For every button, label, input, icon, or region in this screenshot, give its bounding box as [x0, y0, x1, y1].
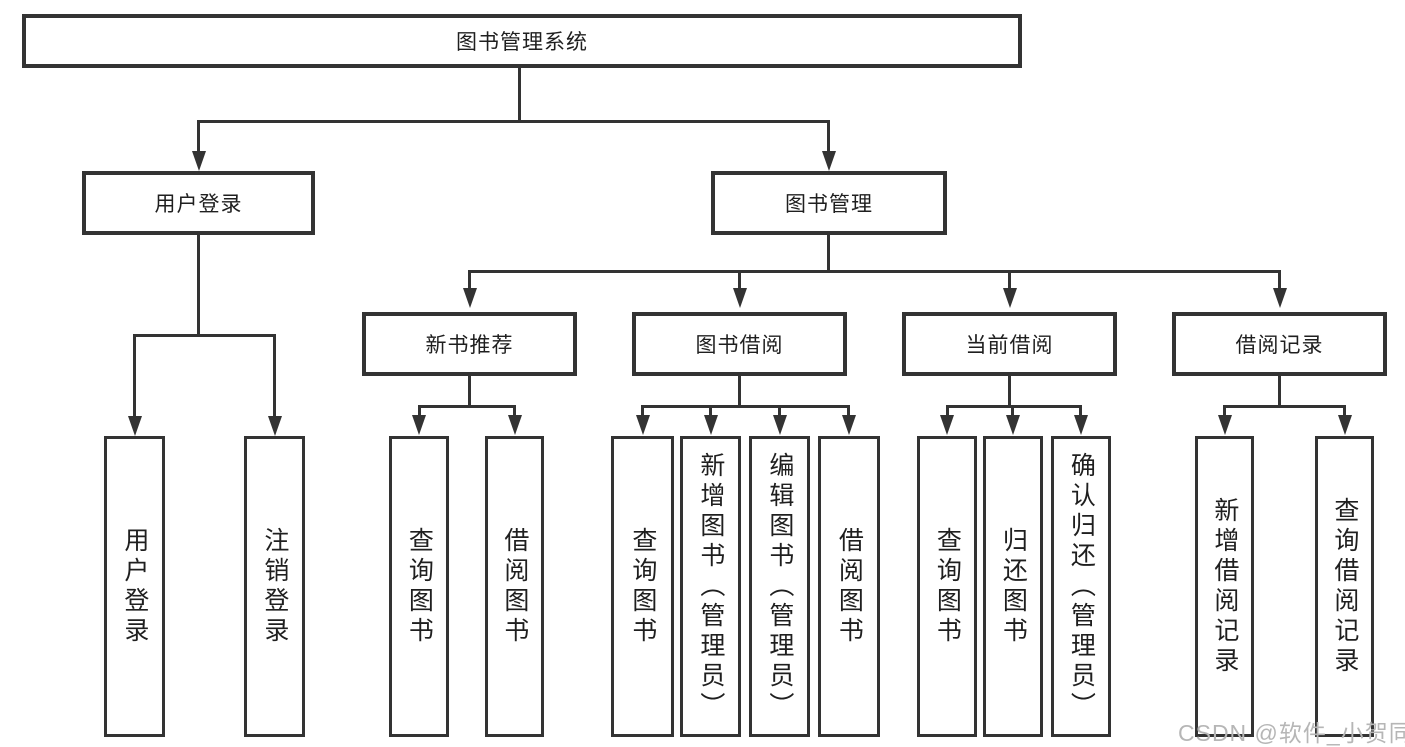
connector-line [513, 405, 516, 417]
arrowhead-icon [412, 415, 426, 435]
leaf-label: 编辑图书（管理员） [765, 451, 794, 722]
connector-line [1278, 270, 1281, 290]
connector-line [133, 334, 136, 416]
leaf-label: 查询图书 [628, 526, 657, 647]
leaf-borrow-books-recommend: 借阅图书 [485, 436, 544, 737]
arrowhead-icon [1003, 288, 1017, 308]
leaf-query-books-recommend: 查询图书 [389, 436, 449, 737]
connector-line [738, 376, 741, 407]
connector-line [738, 270, 741, 290]
leaf-label: 借阅图书 [835, 526, 864, 647]
leaf-label: 确认归还（管理员） [1067, 451, 1096, 722]
leaf-label: 归还图书 [999, 526, 1028, 647]
leaf-label: 新增借阅记录 [1210, 496, 1239, 677]
connector-line [1223, 405, 1226, 417]
leaf-edit-book-admin: 编辑图书（管理员） [749, 436, 810, 737]
node-label: 新书推荐 [425, 334, 514, 357]
arrowhead-icon [704, 415, 718, 435]
leaf-label: 用户登录 [120, 526, 149, 647]
arrowhead-icon [128, 416, 142, 436]
arrowhead-icon [1074, 415, 1088, 435]
arrowhead-icon [733, 288, 747, 308]
leaf-label: 注销登录 [260, 526, 289, 647]
leaf-logout: 注销登录 [244, 436, 305, 737]
connector-line [133, 334, 276, 337]
node-borrowing-records: 借阅记录 [1172, 312, 1387, 376]
arrowhead-icon [1338, 415, 1352, 435]
connector-line [1079, 405, 1082, 417]
leaf-borrow-books: 借阅图书 [818, 436, 880, 737]
connector-line [1223, 405, 1346, 408]
leaf-query-borrow-records: 查询借阅记录 [1315, 436, 1374, 737]
leaf-add-borrow-record: 新增借阅记录 [1195, 436, 1254, 737]
connector-line [1008, 270, 1011, 290]
connector-line [418, 405, 516, 408]
connector-line [197, 120, 830, 123]
connector-line [197, 120, 200, 153]
connector-line [273, 334, 276, 416]
arrowhead-icon [1006, 415, 1020, 435]
leaf-user-login: 用户登录 [104, 436, 165, 737]
connector-line [1008, 376, 1011, 407]
connector-line [197, 235, 200, 335]
connector-line [641, 405, 644, 417]
connector-line [1278, 376, 1281, 407]
connector-line [946, 405, 1082, 408]
connector-line [778, 405, 781, 417]
leaf-query-books-current: 查询图书 [917, 436, 977, 737]
node-book-borrowing: 图书借阅 [632, 312, 847, 376]
node-label: 用户登录 [154, 193, 243, 216]
connector-line [468, 270, 471, 290]
leaf-return-books: 归还图书 [983, 436, 1043, 737]
connector-line [468, 376, 471, 407]
connector-line [946, 405, 949, 417]
connector-line [1011, 405, 1014, 417]
leaf-label: 查询借阅记录 [1330, 496, 1359, 677]
node-label: 当前借阅 [965, 334, 1054, 357]
leaf-confirm-return-admin: 确认归还（管理员） [1051, 436, 1111, 737]
node-label: 借阅记录 [1235, 334, 1324, 357]
leaf-query-books-borrowing: 查询图书 [611, 436, 674, 737]
arrowhead-icon [636, 415, 650, 435]
connector-line [709, 405, 712, 417]
connector-line [641, 405, 850, 408]
leaf-add-book-admin: 新增图书（管理员） [680, 436, 741, 737]
arrowhead-icon [192, 151, 206, 171]
arrowhead-icon [773, 415, 787, 435]
csdn-watermark: CSDN @软件_小贺同学 [1178, 720, 1405, 746]
connector-line [827, 235, 830, 272]
connector-line [1343, 405, 1346, 417]
leaf-label: 查询图书 [933, 526, 962, 647]
arrowhead-icon [1273, 288, 1287, 308]
arrowhead-icon [508, 415, 522, 435]
arrowhead-icon [1218, 415, 1232, 435]
arrowhead-icon [940, 415, 954, 435]
arrowhead-icon [268, 416, 282, 436]
connector-line [847, 405, 850, 417]
leaf-label: 新增图书（管理员） [696, 451, 725, 722]
node-label: 图书借阅 [695, 334, 784, 357]
connector-line [468, 270, 1281, 273]
leaf-label: 借阅图书 [500, 526, 529, 647]
node-current-borrowing: 当前借阅 [902, 312, 1117, 376]
node-book-management: 图书管理 [711, 171, 947, 235]
leaf-label: 查询图书 [405, 526, 434, 647]
node-label: 图书管理 [785, 193, 873, 216]
node-library-management-system: 图书管理系统 [22, 14, 1022, 68]
arrowhead-icon [842, 415, 856, 435]
node-user-login: 用户登录 [82, 171, 315, 235]
arrowhead-icon [822, 151, 836, 171]
connector-line [418, 405, 421, 417]
connector-line [518, 68, 521, 122]
connector-line [827, 120, 830, 153]
node-label: 图书管理系统 [456, 31, 588, 54]
arrowhead-icon [463, 288, 477, 308]
node-new-book-recommendation: 新书推荐 [362, 312, 577, 376]
